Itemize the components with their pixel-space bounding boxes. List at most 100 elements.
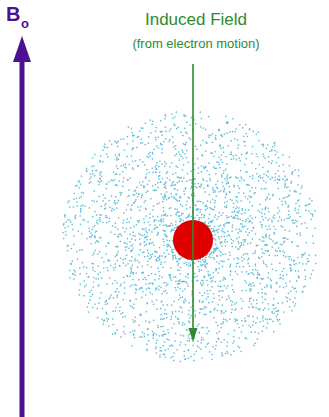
electron-dot bbox=[226, 205, 227, 206]
electron-dot bbox=[71, 248, 72, 249]
electron-dot bbox=[249, 301, 250, 302]
electron-dot bbox=[275, 307, 276, 308]
electron-dot bbox=[223, 147, 224, 148]
electron-dot bbox=[253, 300, 254, 301]
electron-dot bbox=[115, 154, 116, 155]
electron-dot bbox=[215, 248, 216, 249]
electron-dot bbox=[245, 210, 246, 211]
electron-dot bbox=[276, 162, 277, 163]
electron-dot bbox=[228, 216, 229, 217]
electron-dot bbox=[204, 215, 205, 216]
electron-dot bbox=[133, 304, 134, 305]
electron-dot bbox=[221, 136, 222, 137]
electron-dot bbox=[265, 264, 266, 265]
electron-dot bbox=[122, 222, 123, 223]
electron-dot bbox=[244, 226, 245, 227]
electron-dot bbox=[123, 220, 124, 221]
electron-dot bbox=[101, 278, 102, 279]
electron-dot bbox=[172, 252, 173, 253]
electron-dot bbox=[162, 178, 163, 179]
electron-dot bbox=[161, 152, 162, 153]
electron-dot bbox=[278, 220, 279, 221]
electron-dot bbox=[290, 291, 291, 292]
electron-dot bbox=[245, 172, 246, 173]
electron-dot bbox=[186, 281, 187, 282]
electron-dot bbox=[166, 240, 167, 241]
electron-dot bbox=[237, 196, 238, 197]
electron-dot bbox=[103, 194, 104, 195]
electron-dot bbox=[205, 314, 206, 315]
electron-dot bbox=[202, 264, 203, 265]
electron-dot bbox=[289, 190, 290, 191]
electron-dot bbox=[163, 354, 164, 355]
electron-dot bbox=[131, 260, 132, 261]
electron-dot bbox=[250, 197, 251, 198]
electron-dot bbox=[239, 210, 240, 211]
electron-dot bbox=[163, 331, 164, 332]
electron-dot bbox=[187, 274, 188, 275]
electron-dot bbox=[190, 356, 191, 357]
electron-dot bbox=[200, 308, 201, 309]
electron-dot bbox=[269, 237, 270, 238]
electron-dot bbox=[175, 281, 176, 282]
electron-dot bbox=[164, 334, 165, 335]
electron-dot bbox=[171, 230, 172, 231]
electron-dot bbox=[297, 257, 298, 258]
electron-dot bbox=[209, 254, 210, 255]
electron-dot bbox=[243, 266, 244, 267]
electron-dot bbox=[225, 116, 226, 117]
electron-dot bbox=[117, 330, 118, 331]
electron-dot bbox=[267, 303, 268, 304]
electron-dot bbox=[260, 177, 261, 178]
electron-dot bbox=[145, 228, 146, 229]
electron-dot bbox=[163, 304, 164, 305]
electron-dot bbox=[294, 169, 295, 170]
electron-dot bbox=[113, 172, 114, 173]
electron-dot bbox=[172, 311, 173, 312]
electron-dot bbox=[160, 220, 161, 221]
electron-dot bbox=[98, 274, 99, 275]
electron-dot bbox=[127, 204, 128, 205]
electron-dot bbox=[285, 201, 286, 202]
electron-dot bbox=[271, 149, 272, 150]
electron-dot bbox=[169, 245, 170, 246]
electron-dot bbox=[282, 226, 283, 227]
electron-dot bbox=[115, 333, 116, 334]
electron-dot bbox=[231, 159, 232, 160]
electron-dot bbox=[84, 286, 85, 287]
electron-dot bbox=[233, 218, 234, 219]
electron-dot bbox=[176, 193, 177, 194]
electron-dot bbox=[194, 310, 195, 311]
electron-dot bbox=[262, 236, 263, 237]
electron-dot bbox=[218, 216, 219, 217]
electron-dot bbox=[263, 180, 264, 181]
electron-dot bbox=[106, 215, 107, 216]
electron-dot bbox=[190, 171, 191, 172]
electron-dot bbox=[278, 176, 279, 177]
electron-dot bbox=[142, 291, 143, 292]
electron-dot bbox=[197, 340, 198, 341]
electron-dot bbox=[146, 344, 147, 345]
electron-dot bbox=[212, 220, 213, 221]
electron-dot bbox=[167, 246, 168, 247]
electron-dot bbox=[178, 177, 179, 178]
electron-dot bbox=[137, 196, 138, 197]
electron-dot bbox=[101, 171, 102, 172]
electron-dot bbox=[244, 164, 245, 165]
electron-dot bbox=[115, 184, 116, 185]
electron-dot bbox=[194, 179, 195, 180]
electron-dot bbox=[174, 340, 175, 341]
electron-dot bbox=[308, 204, 309, 205]
electron-dot bbox=[242, 226, 243, 227]
electron-dot bbox=[253, 307, 254, 308]
electron-dot bbox=[131, 205, 132, 206]
electron-dot bbox=[164, 230, 165, 231]
electron-dot bbox=[81, 233, 82, 234]
electron-dot bbox=[200, 348, 201, 349]
electron-dot bbox=[157, 147, 158, 148]
electron-dot bbox=[296, 233, 297, 234]
electron-dot bbox=[199, 186, 200, 187]
electron-dot bbox=[272, 146, 273, 147]
electron-dot bbox=[293, 264, 294, 265]
electron-dot bbox=[306, 205, 307, 206]
